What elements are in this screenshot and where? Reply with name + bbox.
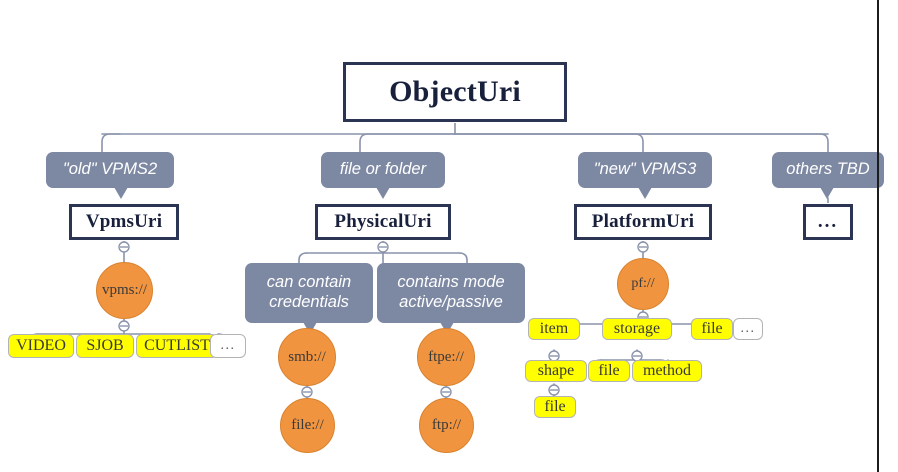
leaf-file-1-label: file (701, 320, 723, 337)
class-physicaluri[interactable]: PhysicalUri (314, 203, 452, 241)
scheme-ftp-label: ftp:// (431, 417, 462, 433)
callout-tail-icon (638, 187, 652, 199)
class-objecturi[interactable]: ObjectUri (342, 61, 568, 123)
scheme-file[interactable]: file:// (280, 398, 335, 453)
callout-tail-icon (114, 187, 128, 199)
leaf-shape[interactable]: shape (525, 360, 587, 382)
callout-tail-icon (820, 187, 834, 199)
note-mode-line2: active/passive (399, 293, 503, 311)
scheme-ftp[interactable]: ftp:// (419, 398, 474, 453)
leaf-video-label: VIDEO (16, 337, 66, 354)
scheme-vpms-label: vpms:// (101, 282, 147, 298)
leaf-file-3-label: file (544, 398, 566, 415)
leaf-pf-more[interactable]: ... (733, 318, 763, 340)
leaf-cutlist[interactable]: CUTLIST (136, 334, 218, 358)
note-file-or-folder-label: file or folder (339, 160, 427, 179)
leaf-shape-label: shape (537, 362, 575, 379)
callout-tail-icon (376, 187, 390, 199)
leaf-method[interactable]: method (632, 360, 702, 382)
note-old-vpms2[interactable]: "old" VPMS2 (46, 152, 174, 199)
scheme-smb[interactable]: smb:// (278, 328, 336, 386)
leaf-storage[interactable]: storage (602, 318, 672, 340)
note-credentials-line2: credentials (269, 293, 349, 311)
leaf-pf-more-label: ... (740, 321, 756, 336)
class-others-placeholder[interactable]: ... (802, 203, 854, 241)
leaf-storage-label: storage (613, 320, 661, 337)
note-can-contain-credentials[interactable]: can contain credentials (245, 263, 373, 334)
scheme-smb-label: smb:// (288, 348, 326, 365)
leaf-sjob[interactable]: SJOB (76, 334, 134, 358)
leaf-file-2-label: file (598, 362, 620, 379)
scheme-vpms[interactable]: vpms:// (96, 262, 153, 319)
note-mode-line1: contains mode (397, 273, 505, 292)
note-new-vpms3-label: "new" VPMS3 (593, 160, 697, 179)
scheme-ftpe-label: ftpe:// (428, 348, 464, 365)
class-others-placeholder-label: ... (817, 211, 839, 232)
leaf-sjob-label: SJOB (86, 337, 124, 354)
note-credentials-line1: can contain (266, 273, 352, 292)
scheme-file-label: file:// (291, 417, 324, 433)
note-old-vpms2-label: "old" VPMS2 (62, 160, 158, 179)
class-platformuri-label: PlatformUri (591, 211, 695, 232)
leaf-vpms-more[interactable]: ... (210, 334, 246, 358)
note-file-or-folder[interactable]: file or folder (321, 152, 445, 199)
leaf-cutlist-label: CUTLIST (144, 337, 210, 354)
leaf-video[interactable]: VIDEO (8, 334, 74, 358)
scheme-ftpe[interactable]: ftpe:// (417, 328, 475, 386)
leaf-file-2[interactable]: file (588, 360, 630, 382)
class-objecturi-label: ObjectUri (389, 75, 521, 108)
note-others-tbd[interactable]: others TBD (772, 152, 884, 199)
note-others-tbd-label: others TBD (786, 160, 870, 179)
note-new-vpms3[interactable]: "new" VPMS3 (578, 152, 712, 199)
leaf-file-3[interactable]: file (534, 396, 576, 418)
class-vpmsuri[interactable]: VpmsUri (68, 203, 180, 241)
note-contains-mode[interactable]: contains mode active/passive (377, 263, 525, 334)
class-platformuri[interactable]: PlatformUri (573, 203, 713, 241)
leaf-vpms-more-label: ... (220, 338, 236, 353)
leaf-file-1[interactable]: file (691, 318, 733, 340)
leaf-item-label: item (539, 320, 569, 337)
class-physicaluri-label: PhysicalUri (334, 211, 432, 232)
page-border-right (877, 0, 879, 472)
leaf-method-label: method (643, 362, 691, 379)
class-vpmsuri-label: VpmsUri (85, 211, 163, 232)
scheme-pf-label: pf:// (631, 276, 655, 291)
leaf-item[interactable]: item (528, 318, 580, 340)
scheme-pf[interactable]: pf:// (617, 258, 669, 310)
